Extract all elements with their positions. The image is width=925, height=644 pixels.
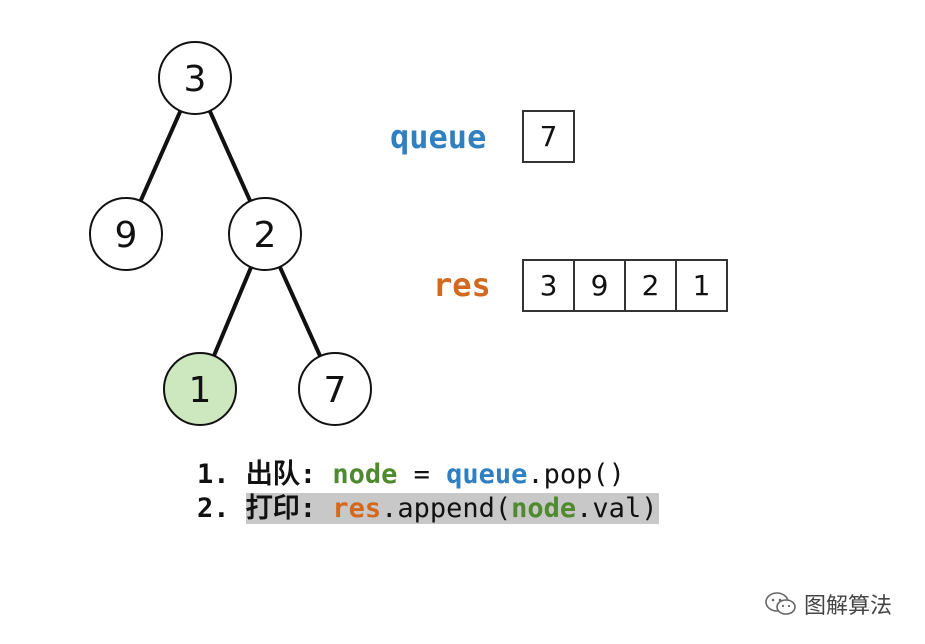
tree-edges xyxy=(138,110,323,358)
line-2-number: 2. xyxy=(197,493,230,524)
res-label: res xyxy=(433,266,491,304)
queue-label: queue xyxy=(390,118,487,156)
code-line-1: 1. 出队: node = queue.pop() xyxy=(197,458,659,492)
queue-cell: 7 xyxy=(522,110,575,163)
code-block: 1. 出队: node = queue.pop() 2. 打印: res.app… xyxy=(197,458,660,526)
tree-nodes: 3 9 2 1 7 xyxy=(89,41,372,426)
line-2-highlight: 打印: res.append(node.val) xyxy=(245,493,660,524)
line-2-val: .val) xyxy=(576,493,658,524)
watermark-text: 图解算法 xyxy=(804,594,893,619)
tree-node-circle xyxy=(89,197,163,271)
tree-edge xyxy=(207,110,253,202)
tree-edge xyxy=(138,110,183,202)
res-cell: 1 xyxy=(675,259,728,312)
line-2-append: .append( xyxy=(381,493,512,524)
queue-cells: 7 xyxy=(522,110,575,163)
tree-node-circle xyxy=(298,352,372,426)
line-1-node-var: node xyxy=(332,459,398,490)
line-1-number: 1. xyxy=(197,459,230,490)
tree-node-2: 2 xyxy=(228,197,302,271)
res-cell: 2 xyxy=(624,259,677,312)
tree-node-1: 1 xyxy=(163,352,237,426)
line-1-pop: .pop() xyxy=(527,459,625,490)
line-1-queue-var: queue xyxy=(446,459,528,490)
tree-node-9: 9 xyxy=(89,197,163,271)
res-cell: 3 xyxy=(522,259,575,312)
tree-node-circle xyxy=(228,197,302,271)
line-2-res-var: res xyxy=(332,493,382,524)
line-1-equals: = xyxy=(397,459,447,490)
tree-node-label: 1 xyxy=(189,370,212,411)
tree-edge xyxy=(212,266,253,357)
line-1-prefix: 出队: xyxy=(245,459,317,490)
tree-node-7: 7 xyxy=(298,352,372,426)
tree-node-3: 3 xyxy=(158,41,232,115)
res-cell: 9 xyxy=(573,259,626,312)
tree-node-circle xyxy=(158,41,232,115)
line-2-node-var: node xyxy=(511,493,577,524)
code-line-2: 2. 打印: res.append(node.val) xyxy=(197,492,660,526)
tree-node-label: 3 xyxy=(184,59,207,100)
line-2-prefix: 打印: xyxy=(245,493,317,524)
wechat-icon xyxy=(765,592,796,615)
tree-node-label: 9 xyxy=(115,215,138,256)
watermark: 图解算法 xyxy=(764,588,892,620)
tree-node-label: 7 xyxy=(324,370,347,411)
tree-node-circle xyxy=(163,352,237,426)
tree-edge xyxy=(277,265,323,358)
binary-tree: 3 9 2 1 7 xyxy=(89,41,372,426)
tree-node-label: 2 xyxy=(254,215,277,256)
